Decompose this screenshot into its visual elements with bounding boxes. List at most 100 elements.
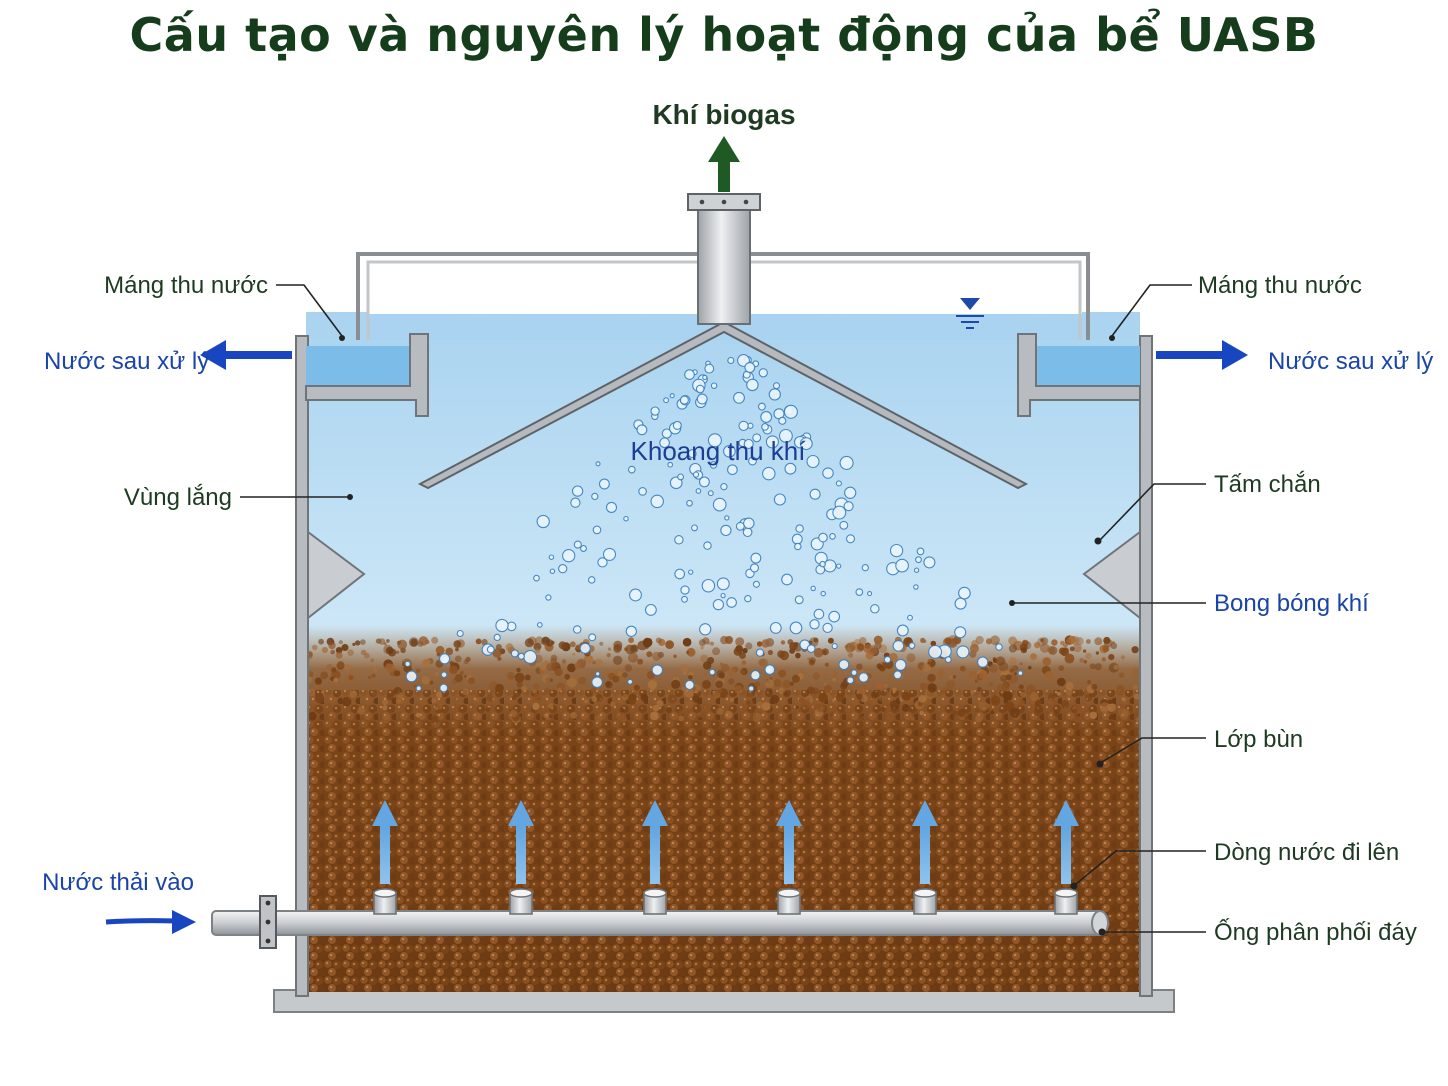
gas-bubble: [894, 658, 907, 671]
sludge-granule: [595, 694, 603, 702]
sludge-granule: [543, 713, 549, 719]
gas-bubble: [819, 560, 826, 568]
sludge-granule: [757, 694, 762, 698]
sludge-granule: [876, 663, 883, 669]
sludge-granule: [326, 715, 335, 724]
gas-bubble: [415, 685, 422, 692]
sludge-granule: [941, 686, 948, 694]
sludge-granule: [370, 658, 375, 663]
sludge-granule: [1113, 664, 1119, 670]
gas-bubble: [695, 384, 705, 394]
sludge-granule: [1108, 654, 1115, 661]
sludge-granule: [710, 641, 714, 646]
gas-bubble: [928, 644, 943, 659]
sludge-granule: [544, 688, 551, 695]
gas-bubble: [750, 552, 762, 564]
sludge-granule: [567, 663, 576, 673]
sludge-granule: [919, 682, 927, 690]
sludge-granule: [386, 639, 390, 643]
sludge-granule: [680, 663, 689, 673]
gas-bubble: [674, 568, 686, 580]
leader-trough-left: [276, 284, 343, 337]
sludge-granule: [809, 657, 816, 664]
sludge-granule: [968, 671, 977, 680]
gas-bubble: [709, 461, 718, 469]
sludge-granule: [673, 654, 677, 658]
sludge-granule: [975, 715, 983, 723]
sludge-granule: [823, 682, 827, 686]
sludge-granule: [807, 686, 815, 694]
sludge-granule: [550, 657, 557, 665]
upflow-arrows: [372, 800, 1079, 884]
sludge-granule: [773, 679, 782, 687]
sludge-granule: [735, 637, 745, 647]
sludge-granule: [419, 715, 425, 720]
sludge-granule: [707, 657, 715, 664]
sludge-granule: [395, 696, 404, 705]
gas-bubble: [795, 524, 804, 533]
sludge-granule: [835, 693, 845, 703]
inflow-arrow: [105, 910, 196, 934]
gas-bubble: [545, 594, 552, 601]
gas-bubble: [702, 374, 708, 381]
sludge-granule: [360, 639, 366, 645]
sludge-granule: [944, 637, 952, 645]
gas-bubble: [707, 433, 722, 448]
sludge-granule: [1033, 706, 1044, 717]
sludge-granule: [795, 705, 799, 709]
gas-bubble: [892, 640, 905, 652]
sludge-granule: [352, 642, 356, 647]
gas-bubble: [806, 644, 816, 653]
sludge-granule: [842, 711, 847, 715]
sludge-granule: [1103, 636, 1111, 645]
sludge-granule: [702, 704, 708, 709]
sludge-granule: [547, 703, 554, 709]
sludge-granule: [977, 686, 982, 692]
gas-bubble: [723, 444, 736, 458]
sludge-granule: [910, 716, 915, 721]
sludge-granule: [656, 700, 664, 707]
upflow-arrow: [642, 800, 668, 884]
gas-bubble: [602, 547, 617, 561]
sludge-granule: [1029, 692, 1039, 701]
sludge-granule: [846, 648, 851, 653]
gas-bubble: [681, 595, 688, 603]
sludge-granule: [341, 696, 352, 707]
gas-bubble: [486, 645, 495, 654]
sludge-granule: [832, 677, 836, 682]
sludge-granule: [1037, 637, 1047, 647]
gas-bubble: [832, 505, 847, 520]
gas-bubble: [893, 670, 903, 680]
sludge-granule: [1026, 684, 1035, 693]
sludge-granule: [1084, 694, 1093, 702]
sludge-granule: [382, 714, 391, 724]
gas-bubble: [845, 534, 856, 544]
sludge-granule: [1030, 653, 1037, 660]
sludge-granule: [397, 692, 403, 699]
gas-bubble: [839, 455, 854, 470]
upflow-arrow: [508, 800, 534, 884]
gas-bubble: [720, 483, 728, 491]
nozzle: [913, 888, 937, 915]
sludge-granule: [807, 657, 811, 661]
sludge-granule: [668, 694, 678, 704]
sludge-granule: [564, 673, 571, 680]
sludge-granule: [647, 680, 658, 690]
gas-bubble: [810, 585, 816, 592]
sludge-granule: [927, 683, 937, 693]
sludge-granule: [988, 681, 994, 687]
sludge-granule: [746, 693, 750, 697]
sludge-granule: [642, 637, 653, 648]
gas-bubble: [698, 476, 710, 488]
sludge-granule: [454, 674, 463, 683]
gas-bubble: [799, 437, 813, 451]
sludge-granule: [386, 693, 394, 701]
gas-bubble: [404, 660, 411, 668]
gas-bubble: [861, 564, 869, 572]
sludge-granule: [782, 680, 791, 689]
sludge-granule: [320, 671, 328, 680]
sludge-granule: [779, 650, 789, 661]
gas-bubble: [743, 438, 754, 450]
sludge-granule: [514, 672, 525, 683]
sludge-granule: [474, 712, 483, 721]
